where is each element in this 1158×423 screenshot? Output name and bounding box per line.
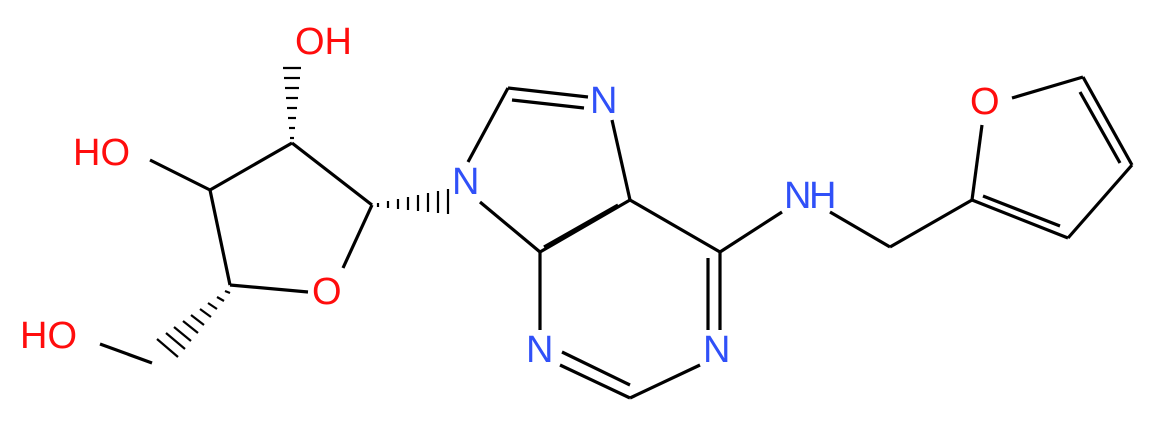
n9-nitrogen-label: N <box>452 161 479 203</box>
bond-c3-oh <box>149 158 211 192</box>
hash-wedge-c4-c5 <box>156 289 231 358</box>
bond-n3-c2 <box>559 363 631 400</box>
ribose-ring-oxygen-label: O <box>312 271 342 313</box>
bond-c6-c5 <box>629 198 721 254</box>
bond-n3-c2-double <box>561 350 631 387</box>
bonds <box>99 75 1134 400</box>
bond-c2-n1 <box>629 363 701 400</box>
bond-furan-o-c5 <box>1011 75 1084 100</box>
hydroxyl-bottom-label: HO <box>20 315 77 357</box>
n7-nitrogen-label: N <box>590 80 617 122</box>
hash-wedge-c2-oh <box>283 66 301 140</box>
furan-oxygen-label: O <box>970 81 1000 123</box>
stereo-wedges <box>156 66 450 358</box>
bond-furan-c3-c2-double <box>982 194 1061 228</box>
bond-n9-c8 <box>466 87 510 163</box>
bond-furan-c4-c3 <box>1066 163 1134 240</box>
bond-c6-nh <box>719 210 783 254</box>
bond-c5-c4 <box>539 198 631 254</box>
bond-c3-c4 <box>208 189 232 286</box>
bond-c5-oh <box>99 342 153 365</box>
hash-wedge-c1-n9 <box>376 189 450 214</box>
n3-nitrogen-label: N <box>526 329 553 371</box>
bond-furan-c2-o <box>970 124 984 201</box>
bond-nh-ch2 <box>829 210 891 249</box>
bond-c5-c4-double <box>543 203 619 249</box>
hydroxyl-left-label: HO <box>73 132 130 174</box>
atom-labels: OH HO HO O N N N N N H O <box>20 21 1000 371</box>
bond-furan-c3-c2 <box>971 198 1069 240</box>
bond-c8-n7-double <box>511 98 585 110</box>
bond-furan-c5-c4-double <box>1078 91 1122 164</box>
bond-c8-n7 <box>507 86 589 99</box>
amine-hydrogen-label: H <box>809 175 836 217</box>
bond-furan-c5-c4 <box>1081 76 1134 166</box>
bond-c4-n9 <box>478 200 542 254</box>
bond-c1-c2 <box>291 141 373 207</box>
bond-o-ring-c1 <box>341 204 374 269</box>
bond-c4-o-ring <box>229 283 309 294</box>
n1-nitrogen-label: N <box>703 329 730 371</box>
hydroxyl-top-label: OH <box>295 21 352 63</box>
amine-nitrogen-label: N <box>784 175 811 217</box>
bond-c2-c3 <box>209 141 293 192</box>
bond-n7-c5 <box>610 119 632 201</box>
bond-ch2-furan <box>889 198 973 249</box>
